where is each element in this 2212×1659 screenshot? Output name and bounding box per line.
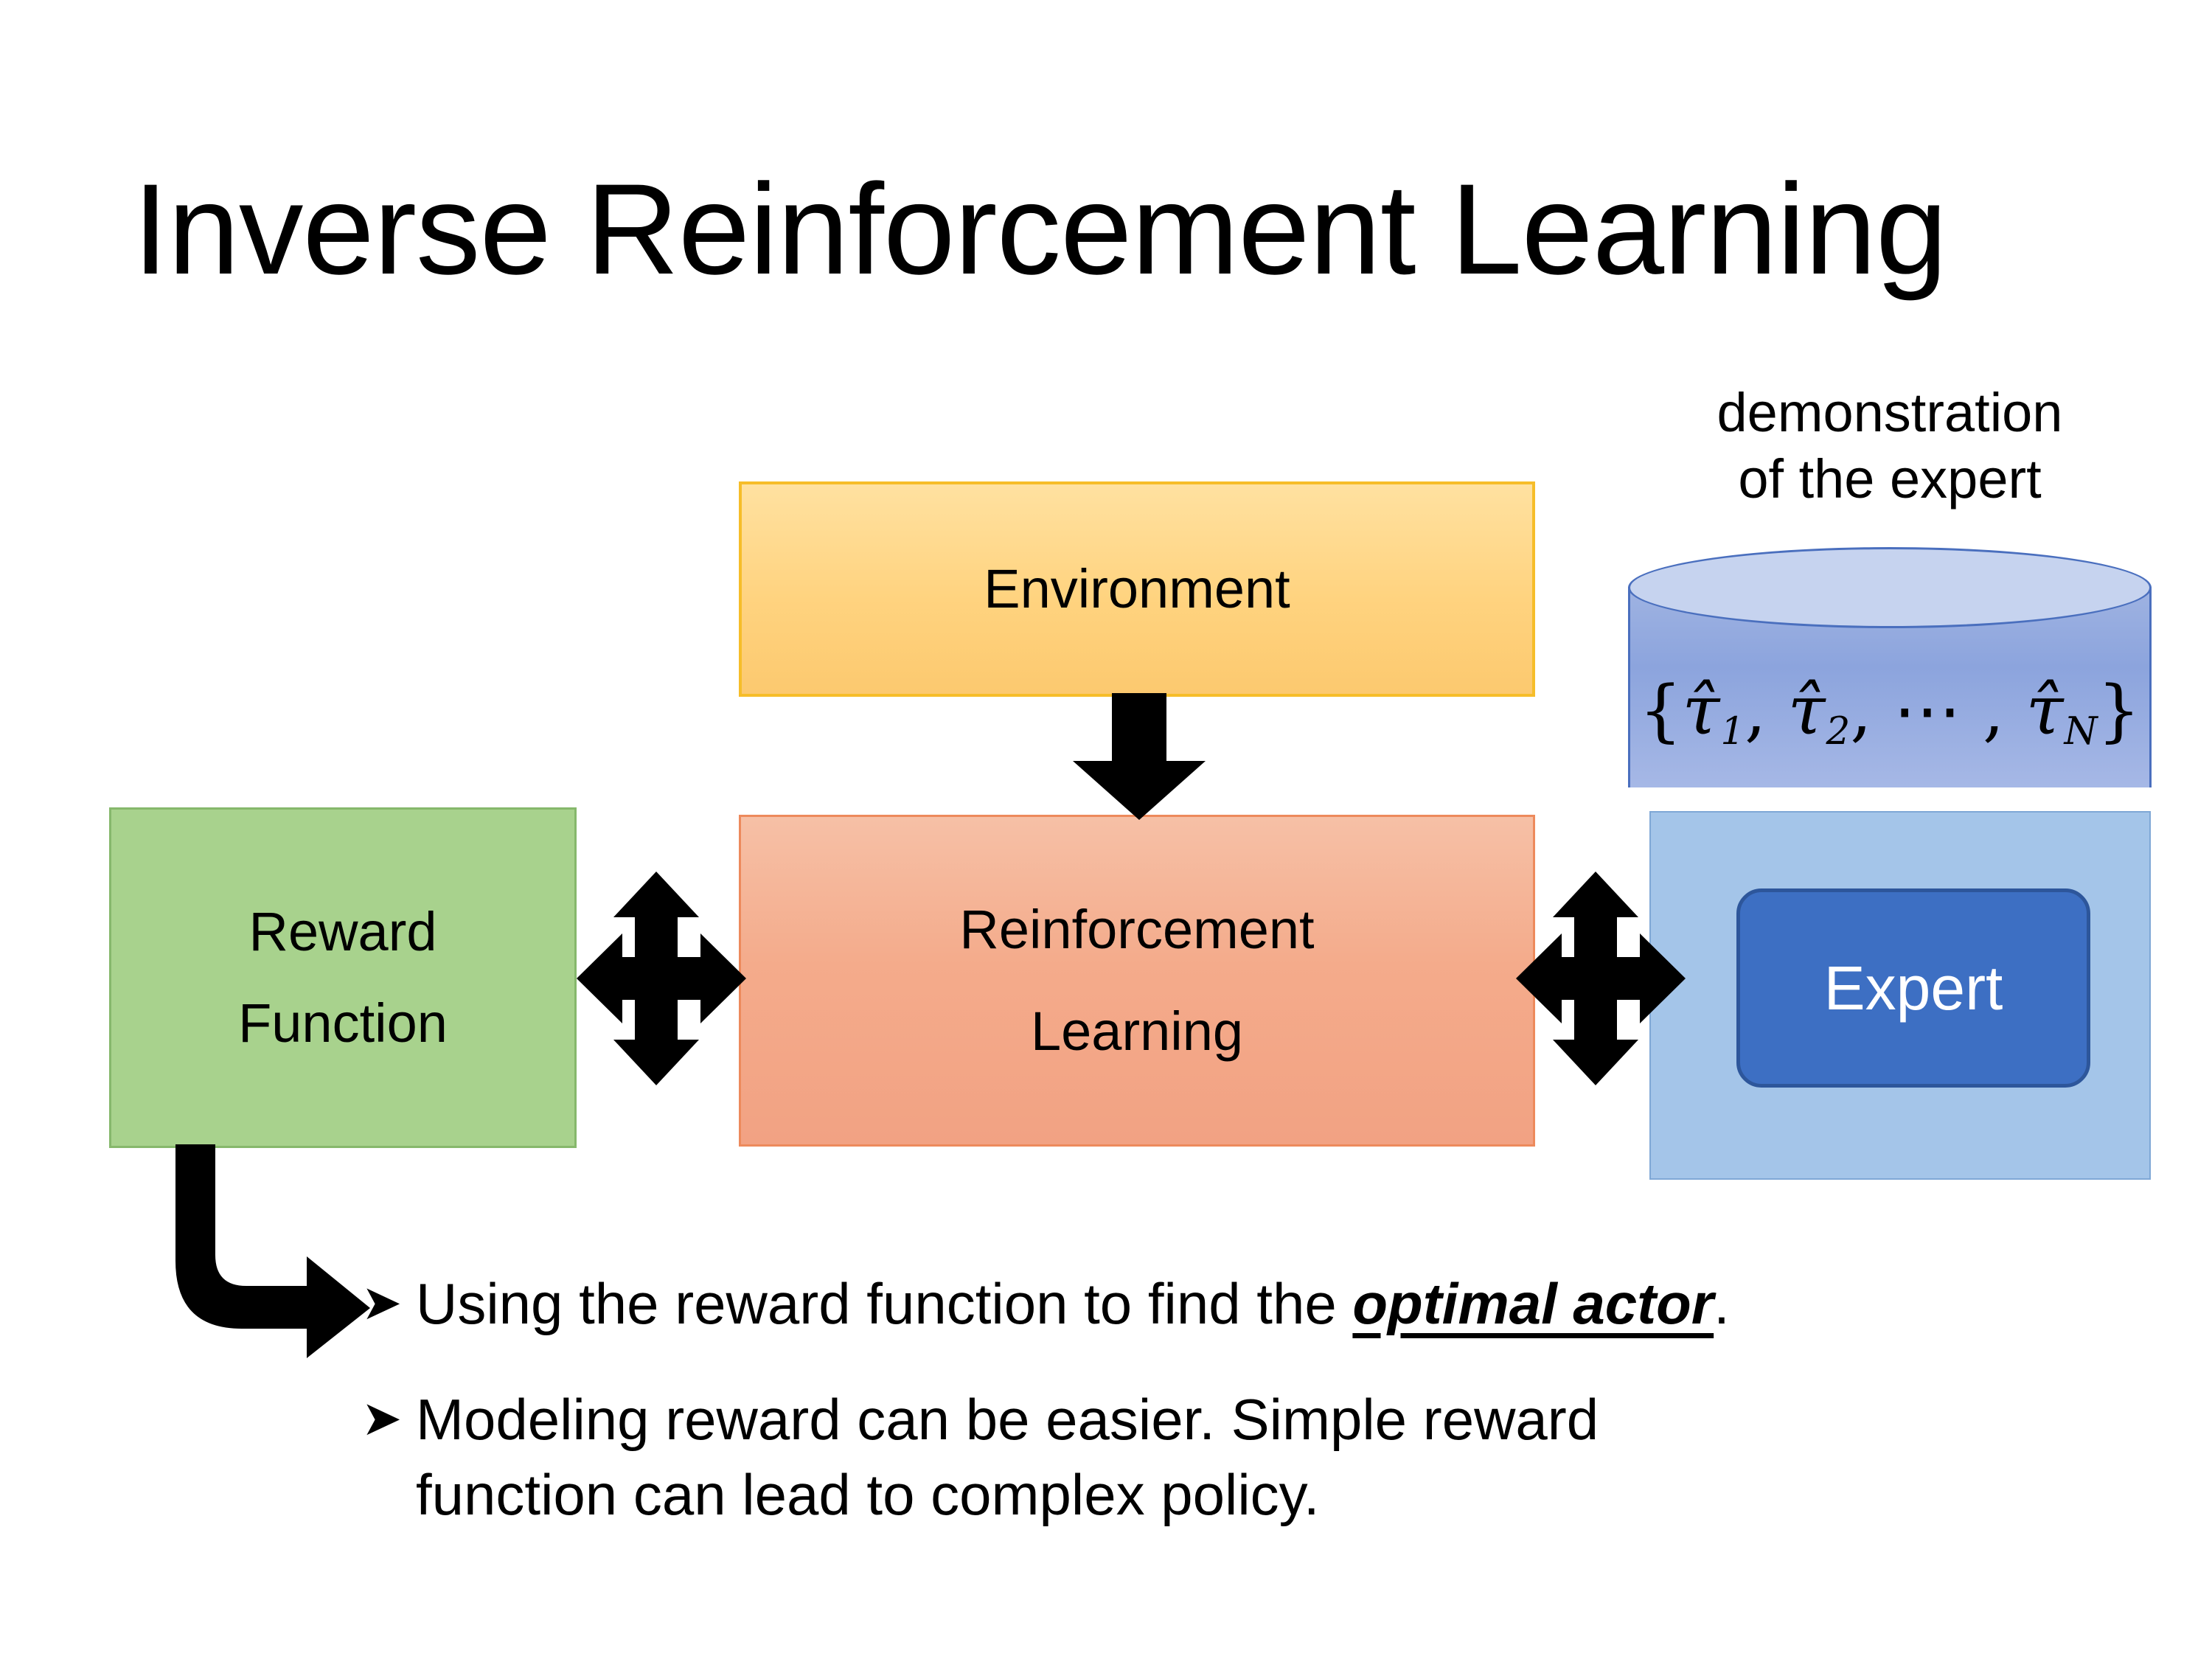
expert-node-label: Expert — [1823, 953, 2003, 1023]
list-item: ➤ Modeling reward can be easier. Simple … — [361, 1382, 2057, 1532]
reward-function-node[interactable]: Reward Function — [109, 807, 577, 1148]
bullet-1-emphasis: optimal actor — [1352, 1271, 1714, 1336]
bullet-1-before: Using the reward function to find the — [416, 1271, 1353, 1336]
four-way-arrow-icon-right — [1516, 872, 1686, 1085]
rl-node-label-line2: Learning — [1030, 1001, 1243, 1062]
tau-hat-2: τ̂ — [1787, 671, 1826, 750]
bullet-text-1: Using the reward function to find the op… — [416, 1267, 2057, 1341]
bullet-marker-icon: ➤ — [361, 1275, 403, 1329]
bullet-marker-icon: ➤ — [361, 1391, 403, 1446]
expert-caption: demonstration of the expert — [1646, 380, 2133, 513]
brace-open: { — [1638, 671, 1683, 750]
tau-1-subscript: 1 — [1720, 709, 1745, 754]
reward-node-label-line1: Reward — [248, 901, 437, 963]
expert-caption-line2: of the expert — [1738, 448, 2042, 510]
cylinder-top-ellipse — [1628, 547, 2152, 628]
bullet-list: ➤ Using the reward function to find the … — [361, 1267, 2057, 1532]
brace-close: } — [2097, 671, 2141, 750]
bent-arrow-icon — [175, 1144, 370, 1358]
reward-node-label-line2: Function — [238, 992, 448, 1054]
four-way-arrow-icon-left — [577, 872, 746, 1085]
tau-hat-1: τ̂ — [1682, 671, 1720, 750]
down-arrow-icon — [1073, 693, 1206, 820]
page-title: Inverse Reinforcement Learning — [133, 158, 1947, 302]
trajectory-set-label: {τ̂1, τ̂2, ⋯ , τ̂N} — [1628, 671, 2152, 754]
bullet-text-2: Modeling reward can be easier. Simple re… — [416, 1382, 2057, 1532]
list-item: ➤ Using the reward function to find the … — [361, 1267, 2057, 1341]
environment-node-label: Environment — [984, 558, 1290, 620]
separator-2: , ⋯ , — [1850, 671, 2026, 750]
expert-caption-line1: demonstration — [1717, 382, 2063, 443]
tau-2-subscript: 2 — [1826, 709, 1851, 754]
demonstration-cylinder: {τ̂1, τ̂2, ⋯ , τ̂N} — [1628, 547, 2152, 827]
environment-node[interactable]: Environment — [739, 481, 1535, 697]
tau-hat-n: τ̂ — [2025, 671, 2064, 750]
rl-node-label-line1: Reinforcement — [959, 899, 1315, 961]
bullet-2-line2: function can lead to complex policy. — [416, 1461, 1320, 1527]
bullet-1-after: . — [1714, 1271, 1730, 1336]
tau-n-subscript: N — [2064, 709, 2098, 754]
bullet-2-line1: Modeling reward can be easier. Simple re… — [416, 1387, 1599, 1453]
separator-1: , — [1745, 671, 1788, 750]
expert-node[interactable]: Expert — [1736, 888, 2090, 1088]
reinforcement-learning-node[interactable]: Reinforcement Learning — [739, 815, 1535, 1147]
